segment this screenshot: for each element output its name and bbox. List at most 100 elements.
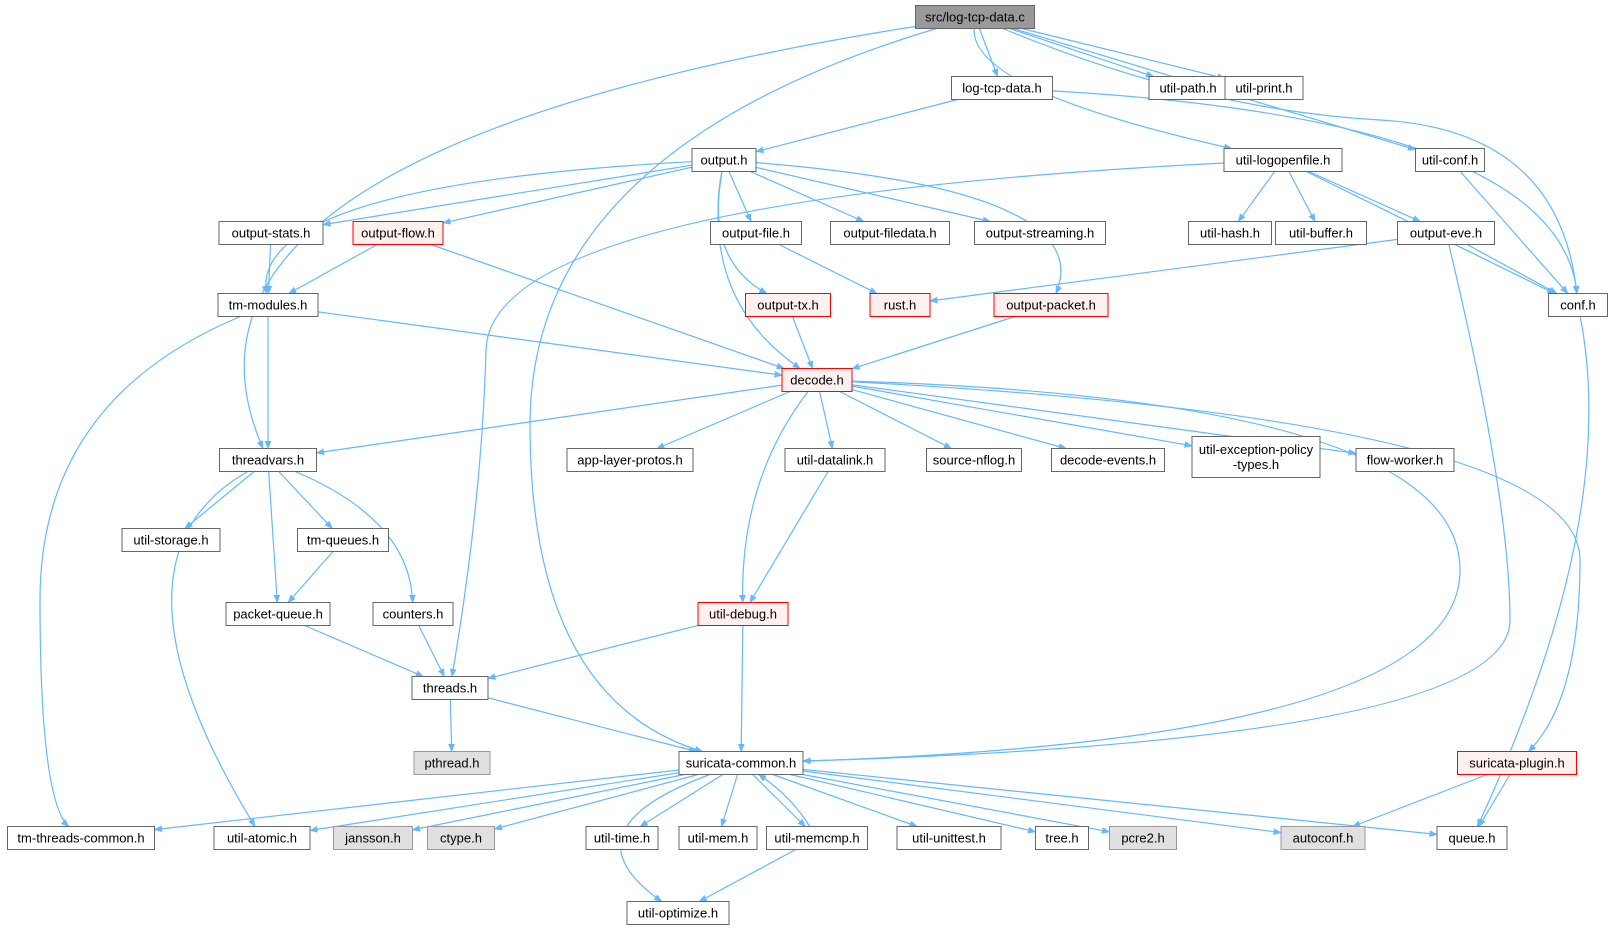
node-uunittest[interactable]: util-unittest.h (896, 826, 1002, 850)
node-upath[interactable]: util-path.h (1148, 76, 1228, 100)
node-box (678, 826, 758, 850)
node-queue[interactable]: queue.h (1436, 826, 1508, 850)
node-decode[interactable]: decode.h (781, 368, 853, 392)
node-label: util-conf.h (1422, 153, 1478, 168)
node-snflog[interactable]: source-nflog.h (926, 448, 1022, 472)
node-alproto[interactable]: app-layer-protos.h (566, 448, 694, 472)
node-label: tm-queues.h (307, 533, 379, 548)
node-logtcp[interactable]: log-tcp-data.h (951, 76, 1053, 100)
node-label: threads.h (423, 681, 477, 696)
node-threadvars[interactable]: threadvars.h (219, 448, 317, 472)
node-conf[interactable]: conf.h (1548, 293, 1608, 317)
node-ostream[interactable]: output-streaming.h (974, 221, 1106, 245)
edge-oeve-rust (929, 238, 1398, 304)
node-pcre2[interactable]: pcre2.h (1109, 826, 1177, 850)
edge-decode-devents (851, 389, 1068, 450)
node-autoconf[interactable]: autoconf.h (1280, 826, 1366, 850)
node-ulogopen[interactable]: util-logopenfile.h (1223, 148, 1343, 172)
node-ustorage[interactable]: util-storage.h (121, 528, 221, 552)
node-uoptimize[interactable]: util-optimize.h (626, 901, 730, 925)
node-box (951, 76, 1053, 100)
edge-ostats-tmmod (265, 244, 273, 295)
node-threads[interactable]: threads.h (411, 676, 489, 700)
edge-ulogopen-ubuffer (1288, 171, 1316, 223)
node-udebug[interactable]: util-debug.h (697, 602, 789, 626)
node-box (333, 826, 413, 850)
node-pktqueue[interactable]: packet-queue.h (225, 602, 331, 626)
node-label: output-tx.h (757, 298, 818, 313)
node-box (896, 826, 1002, 850)
node-jansson[interactable]: jansson.h (333, 826, 413, 850)
node-label: suricata-common.h (686, 756, 797, 771)
node-box (697, 602, 789, 626)
node-label: util-optimize.h (638, 906, 718, 921)
node-box (626, 901, 730, 925)
node-label: output.h (701, 153, 748, 168)
node-umem[interactable]: util-mem.h (678, 826, 758, 850)
node-label: util-unittest.h (912, 831, 986, 846)
node-tmqueues[interactable]: tm-queues.h (297, 528, 389, 552)
node-fworker[interactable]: flow-worker.h (1355, 448, 1455, 472)
node-label: output-filedata.h (843, 226, 936, 241)
node-ostats[interactable]: output-stats.h (218, 221, 324, 245)
node-box (213, 826, 311, 850)
node-box (1397, 221, 1495, 245)
node-box (1035, 826, 1089, 850)
node-box (413, 751, 491, 775)
node-ofile[interactable]: output-file.h (710, 221, 802, 245)
node-label: flow-worker.h (1367, 453, 1444, 468)
edge-udatalink-udebug (749, 471, 829, 604)
node-box (566, 448, 694, 472)
node-tmthreads[interactable]: tm-threads-common.h (7, 826, 155, 850)
node-counters[interactable]: counters.h (372, 602, 454, 626)
node-scommon[interactable]: suricata-common.h (678, 751, 804, 775)
edge-decode-udatalink (819, 391, 835, 450)
edge-ulogopen-oeve (1308, 170, 1422, 223)
node-box (1355, 448, 1455, 472)
edge-threads-scommon (487, 697, 698, 753)
edge-threadvars-tmqueues (278, 471, 333, 530)
node-umemcmp[interactable]: util-memcmp.h (766, 826, 868, 850)
node-ofiledata[interactable]: output-filedata.h (830, 221, 950, 245)
node-opacket[interactable]: output-packet.h (993, 293, 1109, 317)
node-splugin[interactable]: suricata-plugin.h (1457, 751, 1577, 775)
node-label: util-storage.h (133, 533, 208, 548)
node-label: log-tcp-data.h (962, 81, 1042, 96)
node-tree[interactable]: tree.h (1035, 826, 1089, 850)
node-udatalink[interactable]: util-datalink.h (784, 448, 886, 472)
node-uprint[interactable]: util-print.h (1224, 76, 1304, 100)
node-label: output-packet.h (1006, 298, 1096, 313)
node-uexcept[interactable]: util-exception-policy-types.h (1191, 436, 1321, 478)
node-uatomic[interactable]: util-atomic.h (213, 826, 311, 850)
node-box (915, 5, 1035, 29)
node-label: util-buffer.h (1289, 226, 1353, 241)
node-pthread[interactable]: pthread.h (413, 751, 491, 775)
node-uconf[interactable]: util-conf.h (1415, 148, 1485, 172)
node-output[interactable]: output.h (691, 148, 757, 172)
node-label: util-debug.h (709, 607, 777, 622)
node-ctype[interactable]: ctype.h (427, 826, 495, 850)
node-ubuffer[interactable]: util-buffer.h (1275, 221, 1367, 245)
node-oflow[interactable]: output-flow.h (352, 221, 444, 245)
edge-umemcmp-scommon (757, 773, 811, 827)
node-box (1457, 751, 1577, 775)
node-box (1280, 826, 1366, 850)
node-box (225, 602, 331, 626)
node-tmmod[interactable]: tm-modules.h (217, 293, 319, 317)
node-box (1223, 148, 1343, 172)
node-label: tm-modules.h (229, 298, 308, 313)
node-devents[interactable]: decode-events.h (1051, 448, 1165, 472)
node-otx[interactable]: output-tx.h (745, 293, 831, 317)
node-label: autoconf.h (1293, 831, 1354, 846)
node-label: suricata-plugin.h (1469, 756, 1564, 771)
edge-threadvars-uatomic (171, 470, 256, 828)
node-oeve[interactable]: output-eve.h (1397, 221, 1495, 245)
node-rust[interactable]: rust.h (869, 293, 931, 317)
node-utime[interactable]: util-time.h (585, 826, 659, 850)
edge-pktqueue-threads (304, 624, 425, 678)
edge-umemcmp-uoptimize (698, 848, 796, 903)
node-label: util-hash.h (1200, 226, 1260, 241)
node-box (585, 826, 659, 850)
edge-threadvars-ustorage (184, 471, 255, 530)
node-uhash[interactable]: util-hash.h (1188, 221, 1272, 245)
